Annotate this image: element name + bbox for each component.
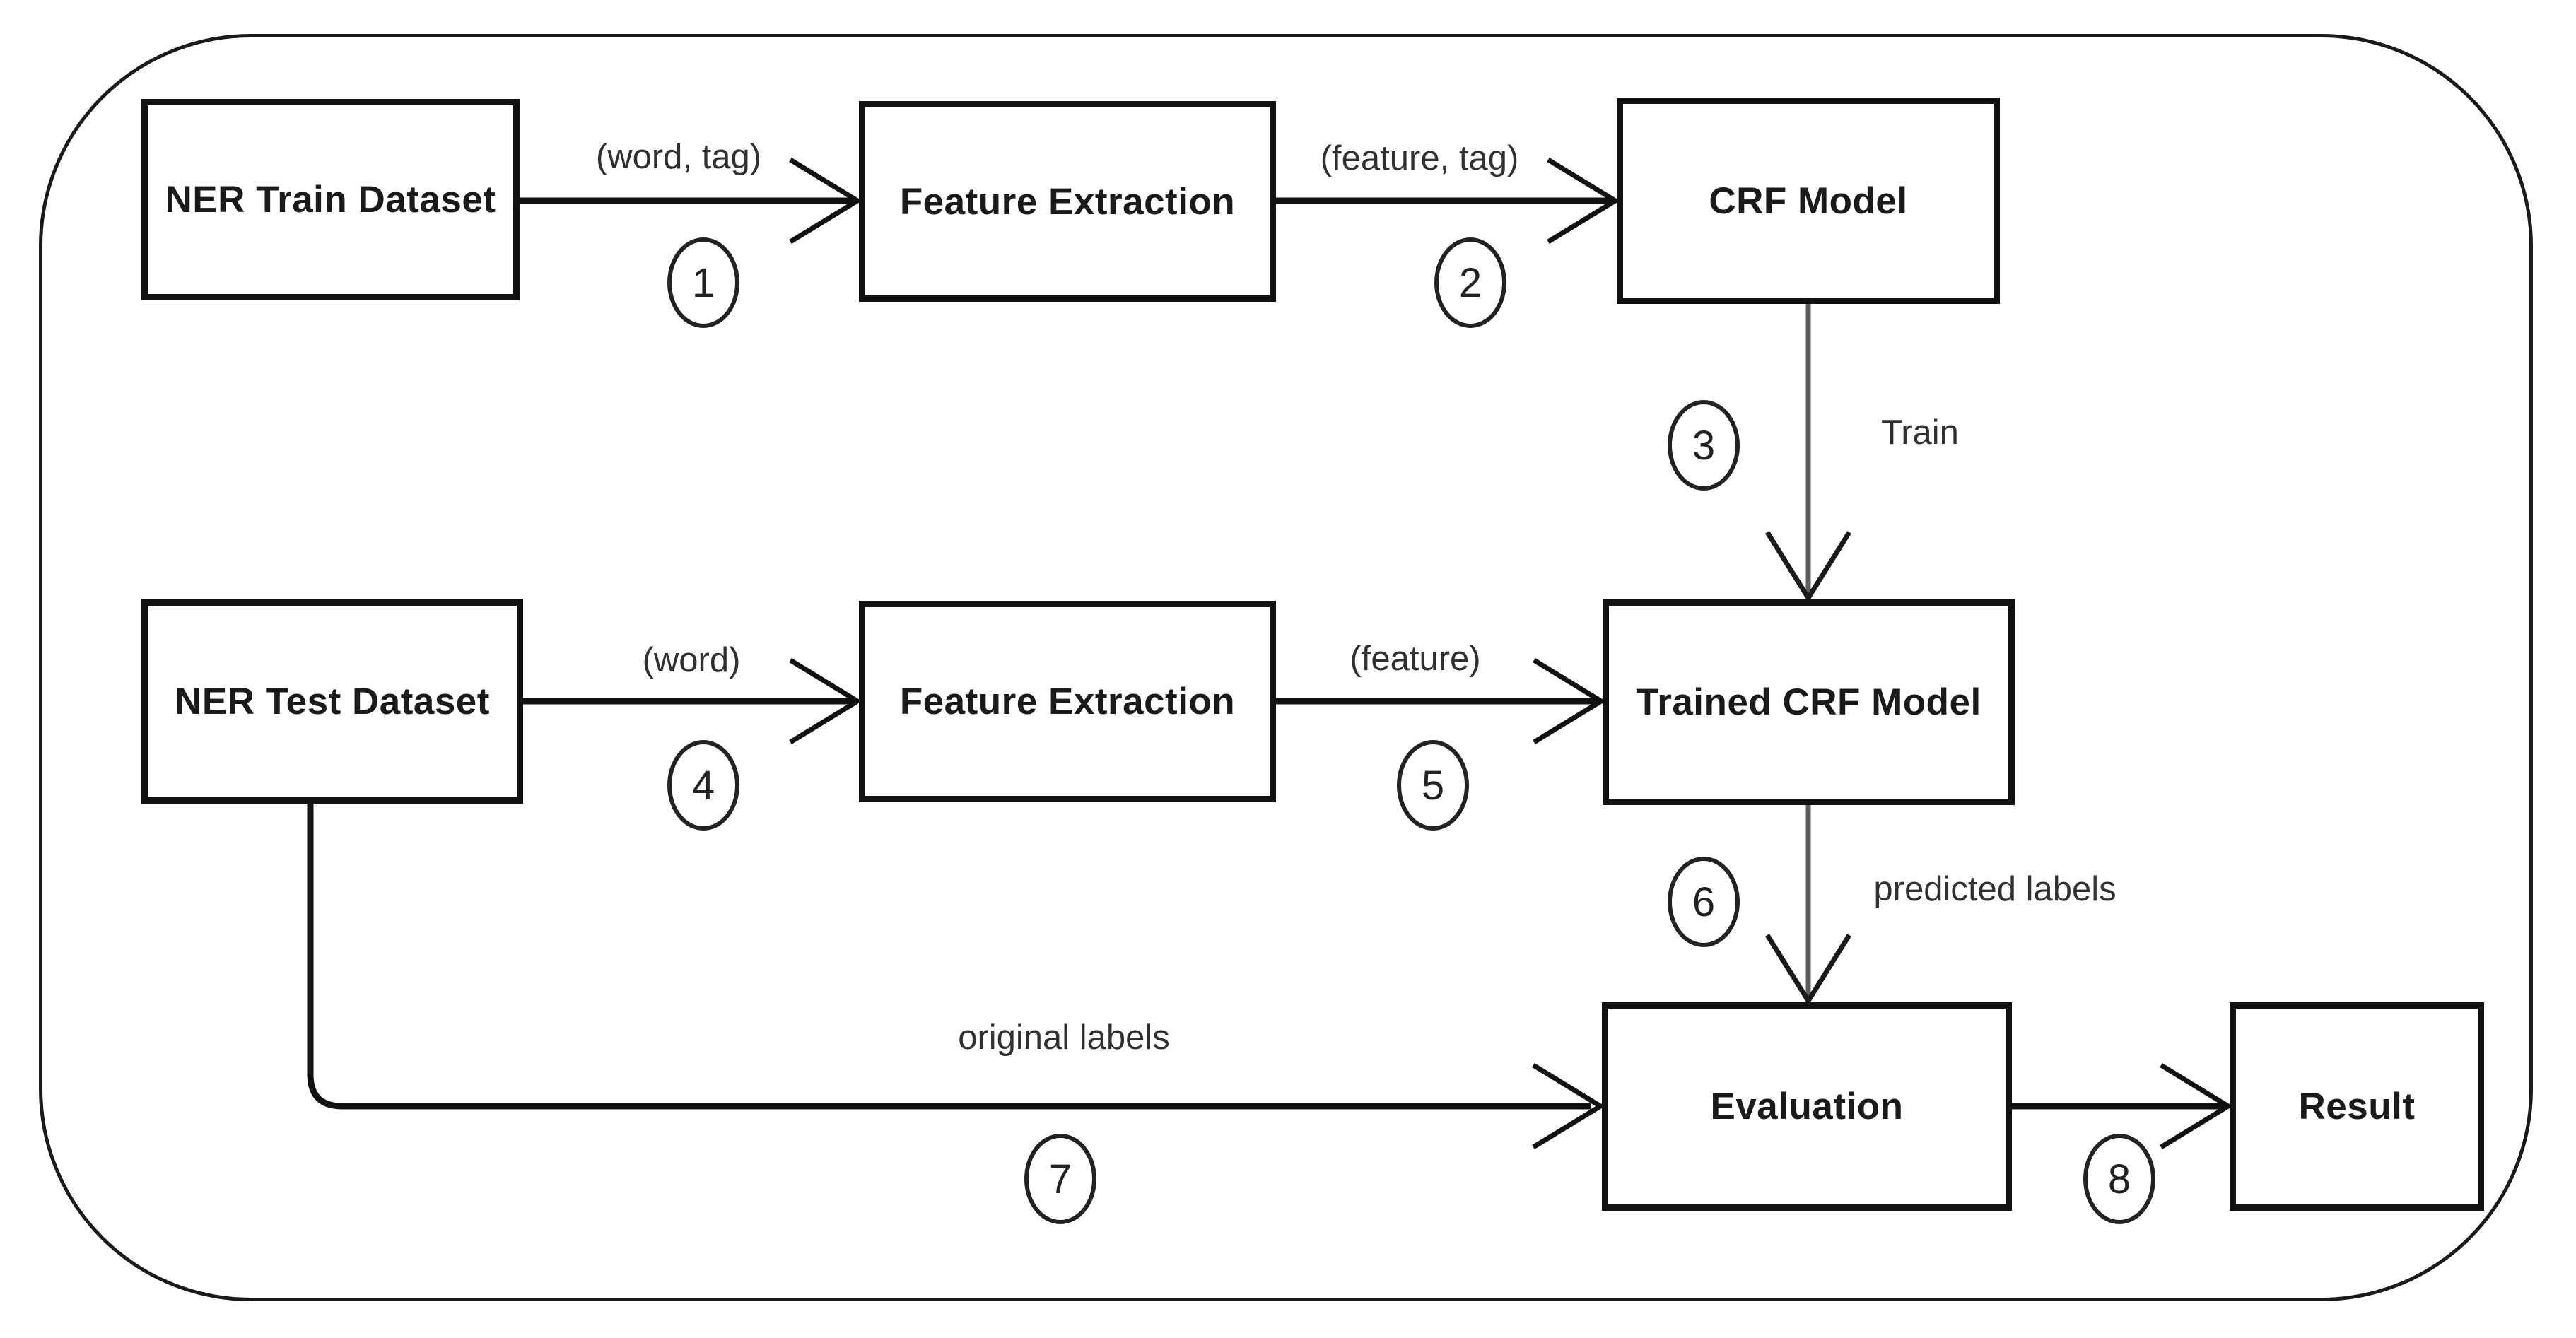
node-ner-test-dataset: NER Test Dataset xyxy=(141,599,523,804)
node-result: Result xyxy=(2230,1002,2484,1211)
edge-2-label: (feature, tag) xyxy=(1320,139,1519,177)
edge-3-label: Train xyxy=(1881,413,1959,452)
edge-7-arrowhead xyxy=(1532,1063,1605,1149)
node-evaluation: Evaluation xyxy=(1602,1002,2012,1211)
step-badge-5: 5 xyxy=(1397,740,1469,831)
node-ner-train-dataset: NER Train Dataset xyxy=(141,99,520,300)
edge-6-arrowhead xyxy=(1765,934,1851,1006)
edge-4-arrowhead xyxy=(789,658,862,744)
edge-8-arrowhead xyxy=(2160,1063,2233,1149)
step-badge-6: 6 xyxy=(1668,857,1740,947)
node-trained-crf-model: Trained CRF Model xyxy=(1603,599,2015,805)
node-crf-model: CRF Model xyxy=(1617,98,2000,304)
step-badge-8: 8 xyxy=(2083,1134,2155,1224)
edge-7-label: original labels xyxy=(958,1019,1170,1057)
step-badge-7: 7 xyxy=(1024,1134,1096,1224)
node-feature-extraction-train: Feature Extraction xyxy=(859,101,1276,302)
diagram-outer-border xyxy=(39,34,2533,1301)
edge-7-line xyxy=(307,804,1591,1110)
edge-4-label: (word) xyxy=(642,641,741,679)
step-badge-3: 3 xyxy=(1668,400,1740,491)
node-feature-extraction-test: Feature Extraction xyxy=(859,601,1276,802)
edge-6-label: predicted labels xyxy=(1873,870,2117,908)
edge-3-arrowhead xyxy=(1765,531,1851,603)
edge-5-label: (feature) xyxy=(1350,640,1481,678)
edge-5-arrowhead xyxy=(1533,658,1606,744)
step-badge-2: 2 xyxy=(1434,237,1506,328)
edge-2-arrowhead xyxy=(1547,158,1620,244)
edge-1-arrowhead xyxy=(789,158,862,244)
step-badge-4: 4 xyxy=(667,740,739,831)
edge-1-label: (word, tag) xyxy=(595,138,762,176)
step-badge-1: 1 xyxy=(667,237,739,328)
